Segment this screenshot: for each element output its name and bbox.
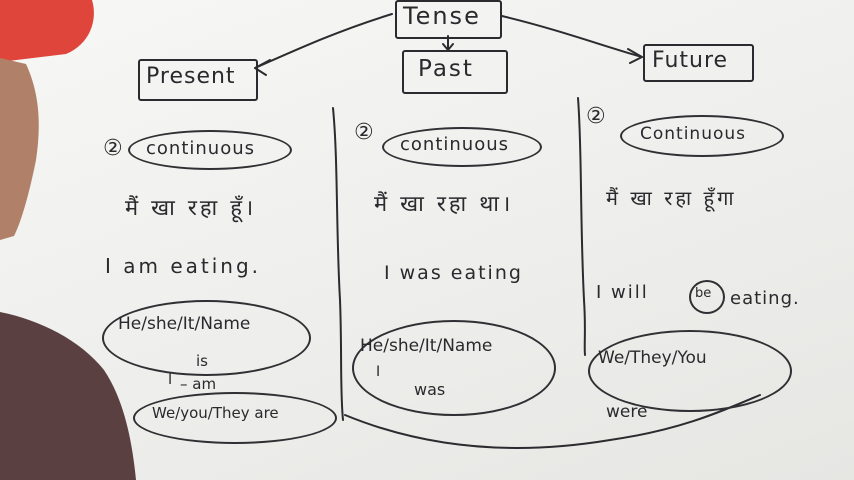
present-verb-am: – am [180,375,217,393]
presenter-shoulder [0,312,136,480]
present-label: Present [146,64,236,89]
presenter-cap [0,0,94,62]
past-subject-i: I [376,364,381,380]
tense-label: Tense [403,2,481,30]
tense-box [395,0,502,39]
future-english-post: eating. [730,288,800,309]
past-verb-was: was [414,380,446,399]
future-be-circle [689,280,725,314]
future-heading: Continuous [640,124,747,144]
future-english-pre: I will [596,282,649,303]
present-verb-am-text: am [192,375,217,393]
future-subjects-were: We/They/You [598,348,707,368]
past-heading-oval [382,127,542,167]
present-hindi: मैं खा रहा हूँ। [125,196,257,221]
past-number: ② [354,120,374,145]
future-label: Future [652,48,729,73]
past-subjects-was: He/she/It/Name [360,336,493,356]
present-subjects-are: We/you/They are [152,404,279,422]
past-hindi: मैं खा रहा था। [374,192,514,217]
present-box [138,59,258,101]
bottom-stroke [344,394,761,449]
arrow-to-present [254,13,393,69]
present-subject-i: I [168,372,173,388]
present-is-oval [102,300,311,376]
divider-right [577,97,586,356]
present-heading: continuous [146,138,255,159]
past-label: Past [418,56,474,82]
future-english-be: be [695,286,712,301]
future-were-oval [588,330,792,412]
future-verb-were: were [606,402,648,422]
present-verb-is: is [196,352,208,370]
presenter [0,0,136,480]
present-english: I am eating. [105,254,262,278]
present-heading-oval [128,130,292,170]
past-english: I was eating [384,262,523,284]
present-number: ② [103,136,123,161]
presenter-face [0,58,39,240]
present-subjects-is: He/she/It/Name [118,314,251,334]
past-was-oval [352,320,556,416]
divider-left [332,107,344,421]
present-are-oval [133,392,337,444]
future-number: ② [586,104,606,129]
future-heading-oval [620,115,784,157]
past-heading: continuous [400,134,509,155]
past-box [402,50,508,94]
future-box [643,44,754,82]
arrow-to-future [501,15,643,58]
future-hindi: मैं खा रहा हूँगा [606,186,737,210]
